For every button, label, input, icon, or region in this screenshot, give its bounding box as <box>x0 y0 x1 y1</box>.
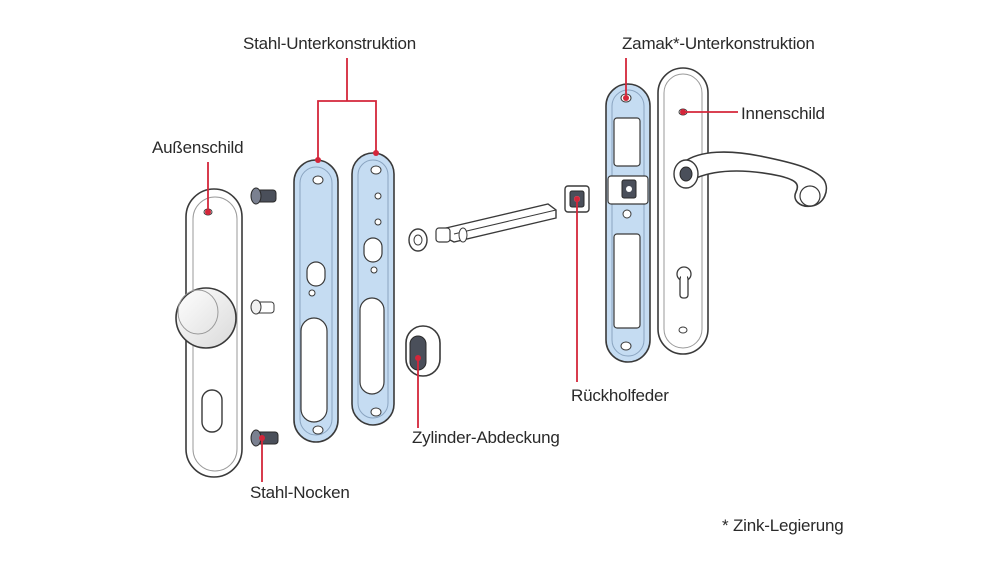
square-spindle <box>435 203 557 243</box>
steel-cam-top <box>250 187 277 205</box>
leader-lines <box>207 58 738 482</box>
outer-escutcheon <box>175 188 243 478</box>
washer <box>408 228 428 252</box>
leader-stahl-uk-branches <box>317 100 377 160</box>
label-zamak-subframe: Zamak*-Unterkonstruktion <box>622 34 815 53</box>
zamak-subframe <box>605 83 651 363</box>
cylinder-cover <box>405 325 441 377</box>
steel-cams <box>250 187 279 447</box>
inner-cylinder-hole <box>676 266 692 299</box>
footnote: * Zink-Legierung <box>722 516 844 535</box>
inner-escutcheon <box>657 67 828 355</box>
label-steel-cams: Stahl-Nocken <box>250 483 350 502</box>
outer-knob <box>175 287 237 349</box>
label-inner-escutcheon: Innenschild <box>741 104 825 123</box>
outer-cylinder-hole <box>201 389 223 433</box>
label-return-spring: Rückholfeder <box>571 386 669 405</box>
leader-dots <box>205 95 686 441</box>
steel-subframe-plate-2 <box>351 152 395 426</box>
steel-subframe-plate-1 <box>293 159 339 443</box>
steel-cam-middle <box>250 299 275 315</box>
lever-handle <box>673 151 828 208</box>
label-cylinder-cover: Zylinder-Abdeckung <box>412 428 560 447</box>
label-steel-subframe: Stahl-Unterkonstruktion <box>243 34 417 53</box>
label-outer-escutcheon: Außenschild <box>152 138 244 157</box>
